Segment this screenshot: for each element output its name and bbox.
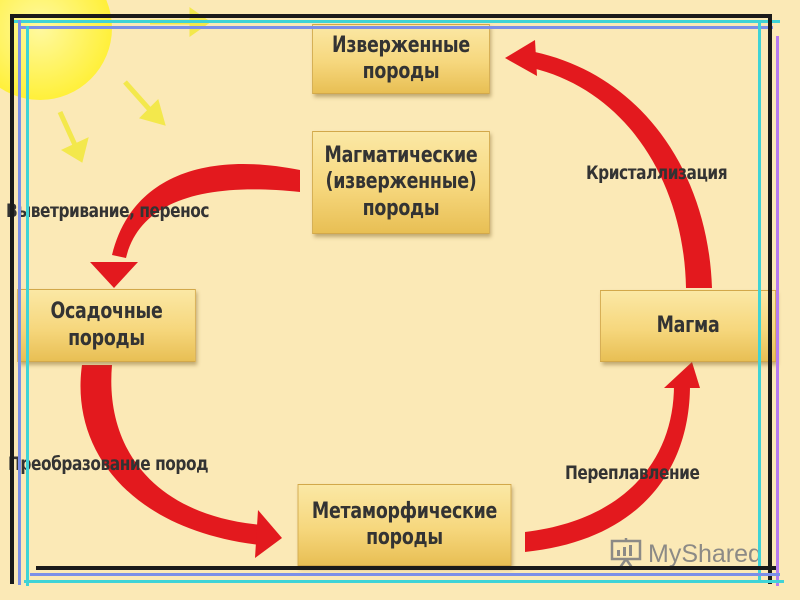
node-magmatic-rocks: Магматические (изверженные) породы — [312, 131, 490, 234]
arrow-crystallization — [532, 52, 712, 288]
node-sedimentary-label: Осадочные породы — [50, 299, 163, 351]
arrow-remelting-head — [664, 362, 700, 388]
watermark-text: MyShared — [648, 539, 762, 568]
node-magmatic-label: Магматические (изверженные) породы — [324, 142, 478, 221]
node-igneous-label: Изверженные породы — [332, 32, 470, 84]
arrow-remelting — [525, 385, 690, 552]
arrow-transformation-head — [255, 510, 282, 558]
node-igneous-rocks: Изверженные породы — [312, 24, 490, 94]
node-magma: Магма — [600, 290, 776, 362]
arrow-crystallization-head — [505, 40, 537, 76]
arrow-transformation — [80, 365, 262, 545]
label-crystallization: Кристаллизация — [586, 162, 728, 184]
arrow-weathering — [112, 163, 300, 258]
label-remelting: Переплавление — [565, 462, 700, 484]
node-sedimentary-rocks: Осадочные породы — [17, 289, 196, 362]
label-weathering: Выветривание, перенос — [6, 200, 210, 222]
node-metamorphic-label: Метаморфические породы — [311, 498, 498, 550]
node-magma-label: Магма — [656, 312, 720, 338]
node-metamorphic-rocks: Метаморфические породы — [297, 484, 512, 566]
arrow-weathering-head — [90, 262, 138, 288]
label-transformation: Преобразование пород — [8, 453, 209, 475]
